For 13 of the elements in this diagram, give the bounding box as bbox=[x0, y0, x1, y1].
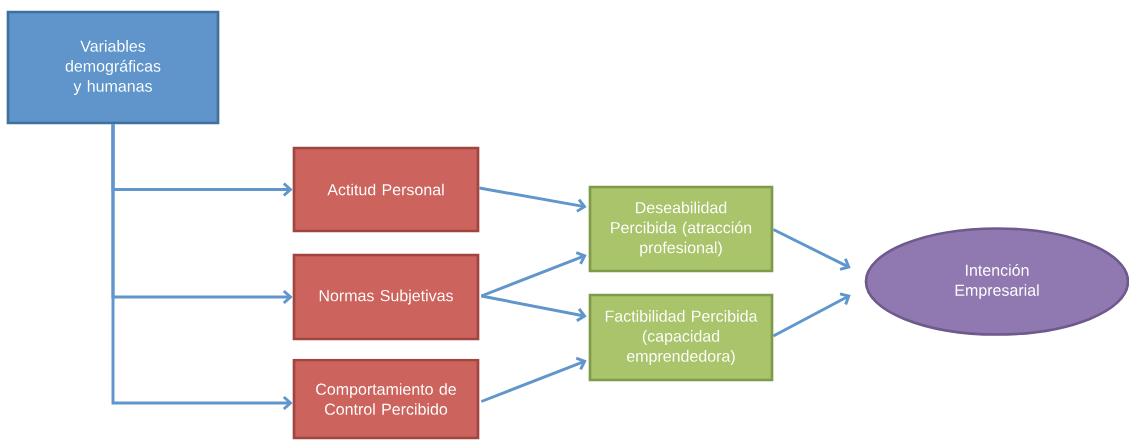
perception-box: Factibilidad Percibida (capacidad emprendedora) bbox=[588, 293, 774, 382]
perception-box: Deseabilidad Percibida (atracción profesional) bbox=[588, 185, 774, 273]
arrow bbox=[772, 228, 851, 271]
arrow bbox=[479, 186, 587, 213]
arrow bbox=[481, 294, 587, 322]
factor-box: Actitud Personal bbox=[292, 146, 480, 233]
arrow bbox=[772, 292, 851, 338]
factor-box: Comportamiento de Control Percibido bbox=[292, 358, 480, 440]
arrow bbox=[480, 251, 587, 298]
input-box: Variables demográficas y humanas bbox=[6, 10, 220, 125]
arrow bbox=[111, 124, 293, 411]
arrow bbox=[480, 356, 587, 403]
factor-box: Normas Subjetivas bbox=[292, 253, 480, 341]
